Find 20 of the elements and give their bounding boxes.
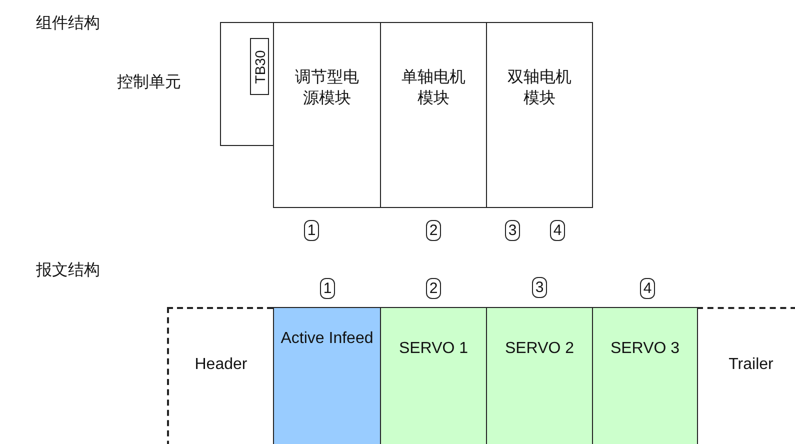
callout-number: 1 <box>304 220 319 241</box>
callout-number: 1 <box>320 278 335 299</box>
frame-box: Active Infeed <box>273 307 381 444</box>
terminal-label: TB30 <box>250 38 269 95</box>
section-heading: 报文结构 <box>36 260 100 281</box>
unit-label: 控制单元 <box>117 72 181 93</box>
callout-number: 2 <box>426 220 441 241</box>
callout-number: 3 <box>505 220 520 241</box>
frame-box: SERVO 3 <box>592 307 698 444</box>
frame-box: SERVO 1 <box>380 307 487 444</box>
module-box: 单轴电机模块 <box>380 22 487 208</box>
callout-number: 3 <box>532 277 547 298</box>
callout-number: 4 <box>640 278 655 299</box>
callout-number: 4 <box>550 220 565 241</box>
trailer-frame: Trailer <box>697 307 795 444</box>
module-box: 调节型电源模块 <box>273 22 381 208</box>
module-box: 双轴电机模块 <box>486 22 593 208</box>
section-heading: 组件结构 <box>36 14 100 34</box>
callout-number: 2 <box>426 278 441 299</box>
frame-box: SERVO 2 <box>486 307 593 444</box>
